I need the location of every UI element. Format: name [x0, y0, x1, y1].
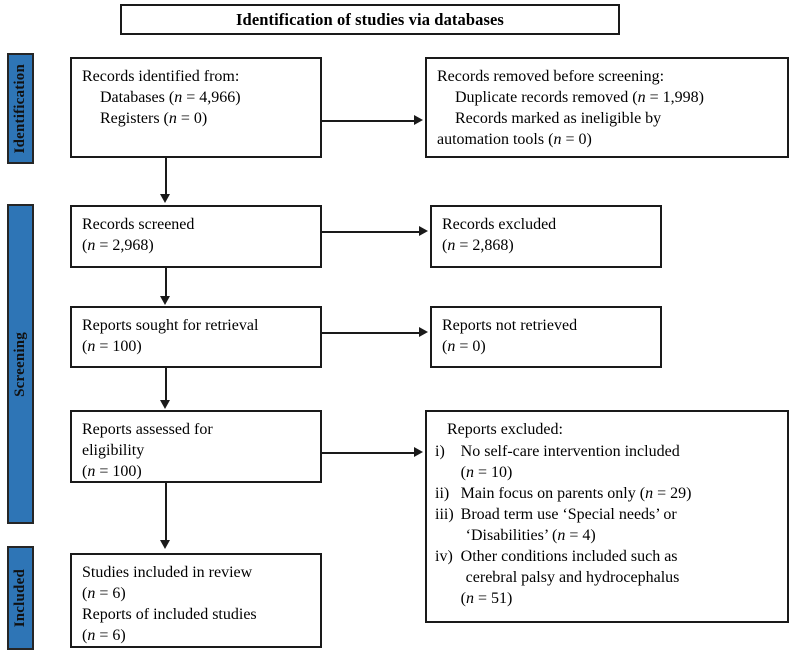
studies-included-line4: (n = 6) — [82, 627, 126, 644]
connector-sought-to-not-retrieved — [322, 332, 420, 334]
reports-assessed-line1: Reports assessed for — [82, 421, 213, 438]
stage-label-included: Included — [12, 568, 28, 628]
diagram-title-banner: Identification of studies via databases — [120, 4, 620, 35]
page-title: Identification of studies via databases — [236, 9, 504, 29]
connector-sought-to-assessed — [165, 368, 167, 402]
excluded-item-2-main: Main focus on parents only (n = 29) — [460, 485, 692, 502]
excluded-item-4-main: Other conditions included such as — [460, 548, 678, 565]
records-removed-line2: Duplicate records removed (n = 1,998) — [455, 89, 704, 106]
reports-not-retrieved-line2: (n = 0) — [442, 338, 486, 355]
list-item: iii) Broad term use ‘Special needs’ or ‘… — [435, 504, 691, 546]
connector-assessed-to-included — [165, 483, 167, 541]
reports-sought-line2: (n = 100) — [82, 338, 142, 355]
node-reports-not-retrieved: Reports not retrieved (n = 0) — [430, 306, 662, 368]
excluded-item-text-3: Broad term use ‘Special needs’ or ‘Disab… — [461, 504, 692, 546]
excluded-item-3-count: ‘Disabilities’ (n = 4) — [465, 527, 596, 544]
records-screened-line2: (n = 2,968) — [82, 237, 154, 254]
studies-included-line2: (n = 6) — [82, 585, 126, 602]
arrowhead-sought-to-not-retrieved — [419, 327, 428, 337]
records-identified-line1: Records identified from: — [82, 68, 240, 85]
studies-included-line3: Reports of included studies — [82, 606, 257, 623]
arrowhead-sought-to-assessed — [160, 400, 170, 409]
node-records-screened: Records screened (n = 2,968) — [70, 205, 322, 268]
list-item: i) No self-care intervention included (n… — [435, 441, 691, 483]
records-removed-line4: automation tools (n = 0) — [437, 131, 592, 148]
records-identified-line2: Databases (n = 4,966) — [100, 89, 241, 106]
excluded-item-4-count: (n = 51) — [460, 590, 513, 607]
connector-identified-to-removed — [322, 120, 415, 122]
list-item: iv) Other conditions included such as ce… — [435, 546, 691, 609]
connector-screened-to-sought — [165, 268, 167, 298]
node-records-removed: Records removed before screening: Duplic… — [425, 57, 789, 158]
node-records-identified: Records identified from: Databases (n = … — [70, 57, 322, 158]
excluded-item-3-main: Broad term use ‘Special needs’ or — [460, 506, 677, 523]
arrowhead-screened-to-sought — [160, 296, 170, 305]
records-screened-line1: Records screened — [82, 216, 195, 233]
connector-assessed-to-excluded — [322, 452, 415, 454]
stage-bar-identification: Identification — [7, 53, 34, 164]
arrowhead-assessed-to-excluded — [414, 447, 423, 457]
arrowhead-identified-to-screened — [160, 194, 170, 203]
arrowhead-assessed-to-included — [160, 540, 170, 549]
records-excluded-line1: Records excluded — [442, 216, 557, 233]
arrowhead-screened-to-excluded — [419, 226, 428, 236]
records-identified-line3: Registers (n = 0) — [100, 110, 208, 127]
stage-label-screening: Screening — [12, 331, 28, 397]
excluded-item-1-count: (n = 10) — [460, 464, 513, 481]
node-studies-included: Studies included in review (n = 6) Repor… — [70, 553, 322, 648]
connector-identified-to-screened — [165, 158, 167, 196]
excluded-item-1-main: No self-care intervention included — [460, 443, 680, 460]
excluded-item-num-4: iv) — [435, 548, 453, 565]
studies-included-line1: Studies included in review — [82, 564, 253, 581]
node-reports-assessed: Reports assessed for eligibility (n = 10… — [70, 410, 322, 483]
excluded-item-text-2: Main focus on parents only (n = 29) — [461, 483, 692, 504]
node-reports-sought: Reports sought for retrieval (n = 100) — [70, 306, 322, 368]
excluded-item-4-line2: cerebral palsy and hydrocephalus — [465, 569, 680, 586]
records-excluded-line2: (n = 2,868) — [442, 237, 514, 254]
stage-bar-screening: Screening — [7, 204, 34, 524]
reports-excluded-list: i) No self-care intervention included (n… — [435, 441, 691, 609]
excluded-item-num-3: iii) — [435, 506, 454, 523]
arrowhead-identified-to-removed — [414, 115, 423, 125]
stage-label-identification: Identification — [12, 63, 28, 154]
excluded-item-num-1: i) — [435, 443, 445, 460]
reports-assessed-line3: (n = 100) — [82, 463, 142, 480]
list-item: ii) Main focus on parents only (n = 29) — [435, 483, 691, 504]
reports-not-retrieved-line1: Reports not retrieved — [442, 317, 578, 334]
stage-bar-included: Included — [7, 546, 34, 650]
reports-excluded-heading: Reports excluded: — [447, 421, 563, 438]
excluded-item-text-1: No self-care intervention included (n = … — [461, 441, 692, 483]
records-removed-line1: Records removed before screening: — [437, 68, 665, 85]
excluded-item-text-4: Other conditions included such as cerebr… — [461, 546, 692, 609]
reports-sought-line1: Reports sought for retrieval — [82, 317, 259, 334]
node-reports-excluded: Reports excluded: i) No self-care interv… — [425, 410, 789, 623]
excluded-item-num-2: ii) — [435, 485, 450, 502]
records-removed-line3: Records marked as ineligible by — [455, 110, 662, 127]
connector-screened-to-excluded — [322, 231, 420, 233]
reports-assessed-line2: eligibility — [82, 442, 145, 459]
node-records-excluded: Records excluded (n = 2,868) — [430, 205, 662, 268]
